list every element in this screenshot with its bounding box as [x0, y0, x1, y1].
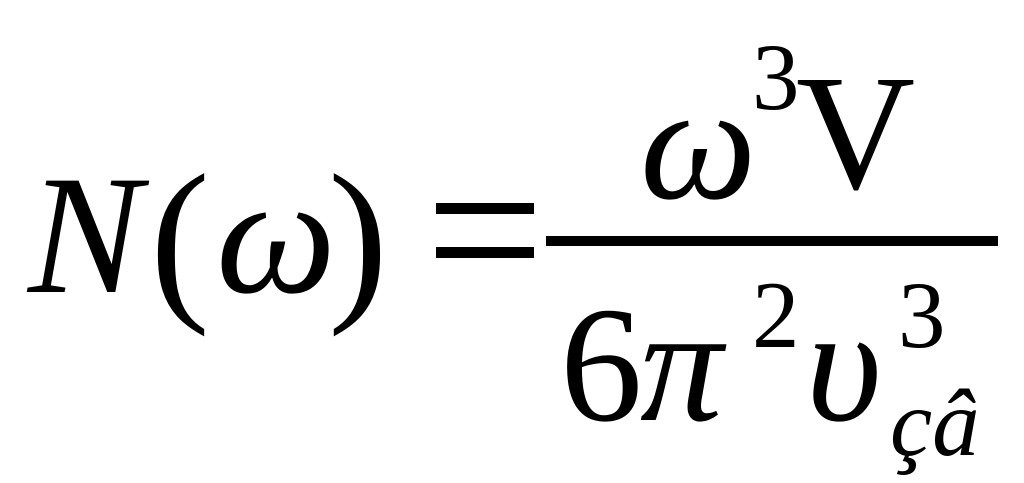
right-parenthesis: ) [328, 138, 388, 337]
denominator-velocity: υ [806, 273, 882, 456]
left-parenthesis: ( [150, 138, 210, 337]
numerator-omega: ω [640, 51, 757, 234]
denominator-coefficient: 6 [560, 273, 643, 456]
denominator-velocity-exponent: 3 [898, 262, 946, 368]
equals-sign-bottom-bar [436, 247, 534, 258]
denominator-velocity-subscript: çâ [890, 370, 980, 476]
numerator-exponent: 3 [752, 24, 800, 130]
numerator-volume: V [796, 41, 916, 224]
fraction-line [546, 236, 998, 246]
denominator-pi: π [640, 273, 723, 456]
denominator-pi-exponent: 2 [752, 262, 800, 368]
lhs-argument-omega: ω [216, 141, 337, 329]
lhs-function-symbol: N [28, 141, 142, 329]
equals-sign-top-bar [436, 203, 534, 214]
